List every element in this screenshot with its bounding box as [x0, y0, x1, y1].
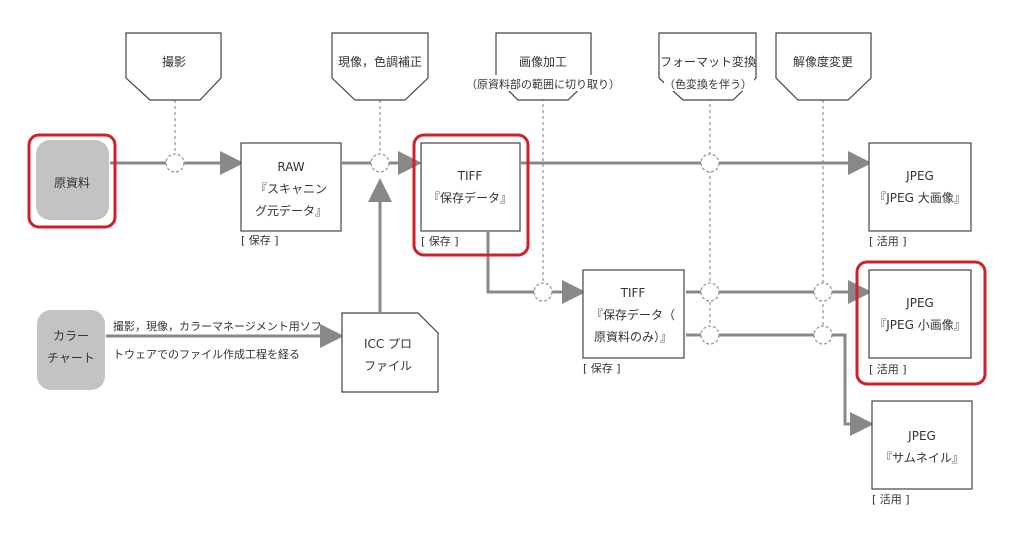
node-jpeg-small-line1: JPEG — [905, 296, 934, 310]
stage-node-edit — [533, 282, 553, 302]
node-jpeg-small: JPEG 『JPEG 小画像』 [ 活用 ] — [855, 260, 987, 386]
stage-node-shoot — [165, 153, 185, 173]
highlight-jpeg-small — [855, 260, 987, 386]
stage-node-resize-2 — [813, 325, 833, 345]
node-jpeg-large-line2: 『JPEG 大画像』 — [874, 191, 965, 205]
node-tiff-main: TIFF 『保存データ』 [ 保存 ] — [412, 133, 530, 257]
node-source: 原資料 — [27, 133, 117, 229]
stage-edit: 画像加工 （原資料部の範囲に切り取り） — [464, 32, 624, 101]
node-jpeg-thumb-line2: 『サムネイル』 — [880, 451, 964, 465]
node-tiff-sub-line3: 原資料のみ）』 — [594, 330, 672, 344]
caption-jpeg-large: [ 活用 ] — [869, 235, 907, 248]
node-raw: RAW 『スキャニン グ元データ』 [ 保存 ] — [240, 142, 342, 247]
node-raw-line3: グ元データ』 — [255, 203, 327, 218]
node-chart-line2: チャート — [47, 351, 95, 365]
node-icc-profile: ICC プロ ファイル — [341, 312, 439, 393]
chart-process-line1: 撮影，現像，カラーマネージメント用ソフ — [113, 319, 322, 333]
stage-convert-sublabel: （色変換を伴う） — [664, 77, 752, 91]
node-raw-line2: 『スキャニン — [255, 182, 327, 196]
chart-process-line2: トウェアでのファイル作成工程を経る — [113, 348, 300, 361]
stage-edit-sublabel: （原資料部の範囲に切り取り） — [466, 77, 620, 91]
caption-tiff-main: [ 保存 ] — [421, 234, 459, 248]
node-icc-line2: ファイル — [364, 359, 412, 373]
stage-node-convert-2 — [700, 282, 720, 302]
flow-tiff-tiff-sub — [486, 232, 586, 304]
node-jpeg-large: JPEG 『JPEG 大画像』 [ 活用 ] — [868, 142, 972, 248]
node-tiff-sub-line1: TIFF — [620, 286, 646, 300]
node-tiff-main-line1: TIFF — [457, 169, 483, 183]
caption-tiff-sub: [ 保存 ] — [583, 361, 621, 375]
node-icc-line1: ICC プロ — [364, 337, 412, 351]
node-jpeg-small-line2: 『JPEG 小画像』 — [874, 318, 965, 332]
node-jpeg-thumb: JPEG 『サムネイル』 [ 活用 ] — [871, 400, 973, 506]
flow-tiffsub-thumb — [686, 333, 874, 436]
stage-node-develop — [370, 153, 390, 173]
node-raw-line1: RAW — [277, 160, 304, 174]
node-jpeg-large-line1: JPEG — [905, 169, 934, 183]
stage-develop: 現像，色調補正 — [331, 32, 429, 101]
stage-edit-label: 画像加工 — [519, 55, 567, 69]
stage-resize-label: 解像度変更 — [793, 54, 853, 69]
node-chart-line1: カラー — [53, 329, 89, 343]
stage-convert: フォーマット変換 （色変換を伴う） — [658, 32, 757, 101]
stage-resize: 解像度変更 — [775, 32, 872, 101]
node-tiff-main-line2: 『保存データ』 — [428, 190, 512, 205]
stage-shoot-label: 撮影 — [162, 55, 186, 69]
stage-develop-label: 現像，色調補正 — [338, 55, 422, 69]
node-chart: カラー チャート — [37, 310, 105, 390]
node-tiff-sub: TIFF 『保存データ（ 原資料のみ）』 [ 保存 ] — [582, 269, 685, 375]
highlight-tiff-main — [412, 133, 530, 257]
node-source-label: 原資料 — [54, 176, 90, 190]
caption-jpeg-small: [ 活用 ] — [869, 363, 907, 376]
node-jpeg-thumb-line1: JPEG — [907, 429, 936, 443]
stage-shoot: 撮影 — [125, 32, 222, 101]
node-tiff-sub-line2: 『保存データ（ — [591, 307, 675, 322]
stage-node-resize-1 — [813, 282, 833, 302]
caption-jpeg-thumb: [ 活用 ] — [872, 493, 910, 506]
highlight-source — [27, 133, 117, 229]
stage-node-convert-1 — [700, 153, 720, 173]
stage-convert-label: フォーマット変換 — [660, 54, 756, 69]
stage-node-convert-3 — [700, 325, 720, 345]
caption-raw: [ 保存 ] — [241, 233, 279, 247]
